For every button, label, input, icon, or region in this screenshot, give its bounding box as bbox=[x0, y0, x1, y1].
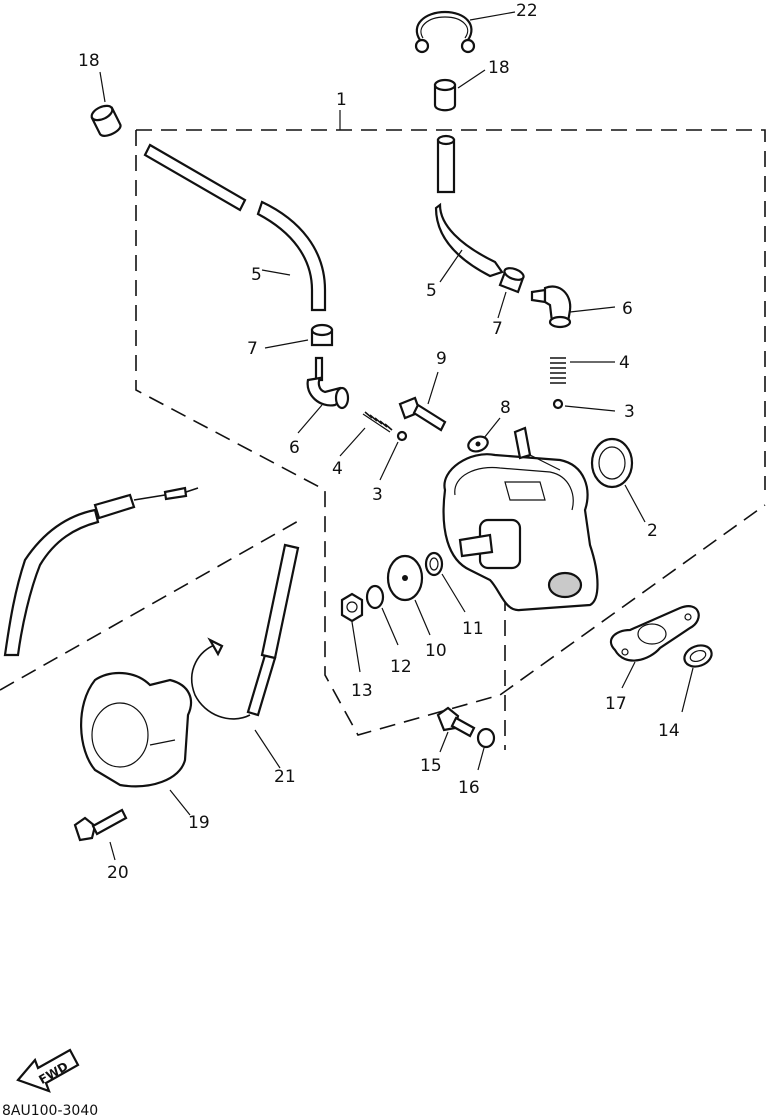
label-12: 12 bbox=[390, 657, 412, 677]
label-9: 9 bbox=[436, 349, 447, 369]
label-10: 10 bbox=[425, 641, 447, 661]
spring-4-left bbox=[339, 411, 393, 457]
bolt-9 bbox=[398, 371, 447, 432]
label-5-right: 5 bbox=[426, 281, 437, 301]
ball-3-right bbox=[552, 398, 616, 412]
label-16: 16 bbox=[458, 778, 480, 798]
bolt-15 bbox=[436, 706, 476, 753]
label-6-left: 6 bbox=[289, 438, 300, 458]
washer-8 bbox=[467, 417, 501, 453]
label-18-left: 18 bbox=[78, 51, 100, 71]
label-19: 19 bbox=[188, 813, 210, 833]
spring-4-right bbox=[550, 357, 615, 384]
washer-16 bbox=[476, 727, 496, 771]
label-21: 21 bbox=[274, 767, 296, 787]
figure-code: 8AU100-3040 bbox=[2, 1103, 98, 1118]
sleeve-18-left bbox=[90, 71, 122, 137]
label-3-right: 3 bbox=[624, 402, 635, 422]
plate-10 bbox=[386, 554, 431, 636]
label-4-right: 4 bbox=[619, 353, 630, 373]
label-15: 15 bbox=[420, 756, 442, 776]
hose-5-left bbox=[143, 143, 327, 312]
cap-7-right bbox=[497, 267, 525, 319]
bolt-20 bbox=[73, 808, 128, 861]
label-1: 1 bbox=[336, 90, 347, 110]
label-18-right: 18 bbox=[488, 58, 510, 78]
label-17: 17 bbox=[605, 694, 627, 714]
elbow-6-right bbox=[530, 285, 616, 329]
elbow-6-left bbox=[297, 356, 350, 434]
fwd-arrow-icon: FWD bbox=[16, 1048, 80, 1093]
hose-5-right bbox=[434, 134, 504, 283]
gasket-17 bbox=[609, 605, 700, 689]
o-ring-14 bbox=[681, 644, 713, 713]
label-2: 2 bbox=[647, 521, 658, 541]
label-7-right: 7 bbox=[492, 319, 503, 339]
label-3-left: 3 bbox=[372, 485, 383, 505]
label-6-right: 6 bbox=[622, 299, 633, 319]
clip-22 bbox=[414, 10, 516, 54]
washer-11 bbox=[424, 551, 466, 613]
cable-21 bbox=[190, 543, 300, 769]
label-5-left: 5 bbox=[251, 265, 262, 285]
label-7-left: 7 bbox=[247, 339, 258, 359]
label-14: 14 bbox=[658, 721, 680, 741]
nut-13 bbox=[340, 592, 364, 673]
pump-cover-19 bbox=[80, 671, 193, 816]
label-4-left: 4 bbox=[332, 459, 343, 479]
label-13: 13 bbox=[351, 681, 373, 701]
label-8: 8 bbox=[500, 398, 511, 418]
ball-3-left bbox=[379, 430, 408, 481]
washer-12 bbox=[365, 584, 399, 646]
oil-seal-2 bbox=[590, 437, 646, 523]
sleeve-18-right bbox=[433, 69, 486, 112]
cap-7-left bbox=[264, 323, 334, 349]
label-11: 11 bbox=[462, 619, 484, 639]
part-labels: 1 2 3 3 4 4 5 5 6 6 7 7 8 9 10 11 12 13 … bbox=[78, 1, 680, 883]
label-22: 22 bbox=[516, 1, 538, 21]
label-20: 20 bbox=[107, 863, 129, 883]
throttle-cable bbox=[3, 486, 199, 657]
assembly-boundary bbox=[0, 110, 766, 750]
oil-pump-body bbox=[442, 426, 599, 612]
